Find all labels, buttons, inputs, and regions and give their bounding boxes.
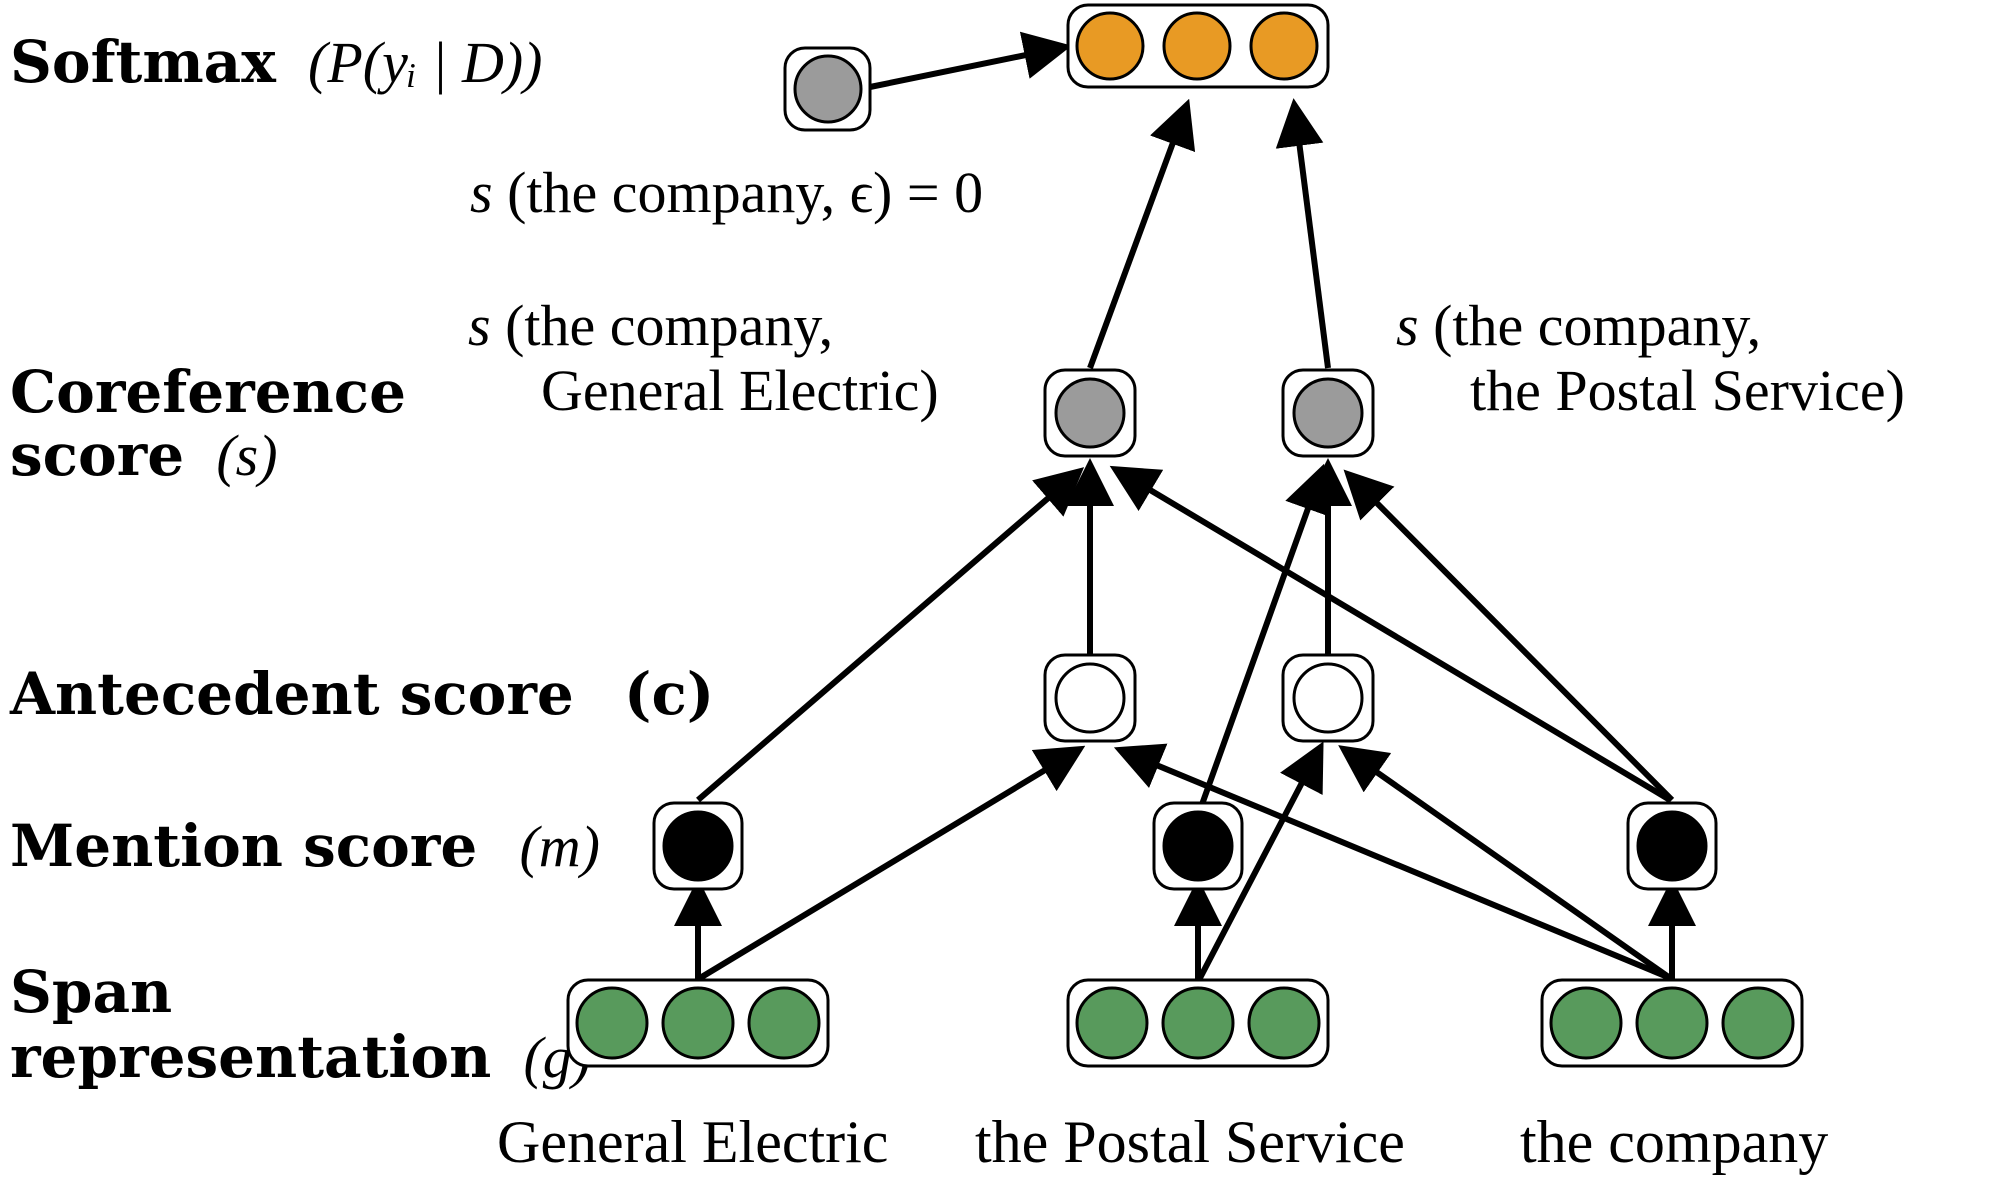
edge-coref-ps-softmax [1275,98,1331,369]
dummy-antecedent-node-group [783,46,872,132]
span-node-ge [747,986,821,1060]
ps-score-s: s [1396,293,1419,358]
span-node-ge [575,986,649,1060]
coreference-label-line1: Coreference [10,358,406,426]
softmax-node [1162,11,1232,81]
softmax-label-math: (P(yᵢ | D)) [308,30,542,95]
span-node-tc [1549,986,1623,1060]
softmax-label: Softmax (P(yᵢ | D)) [10,28,542,96]
softmax-node [1249,11,1319,81]
coref-node-ge [1054,377,1126,449]
coreference-label-math: (s) [216,423,277,488]
epsilon-score-text: (the company, ϵ) = 0 [507,160,983,225]
mention-node-tc [1636,810,1708,882]
word-general-electric: General Electric [497,1109,888,1175]
softmax-node-group [1066,3,1330,89]
span-label-line2: representation (g) [10,1023,591,1091]
coref-node-ps-group [1281,368,1375,458]
dummy-antecedent-node [793,54,863,124]
antecedent-node-ps [1292,662,1364,734]
softmax-node [1075,11,1145,81]
word-postal-service: the Postal Service [975,1109,1405,1175]
mention-label-math: (m) [519,814,600,879]
ge-score-s: s [468,293,491,358]
span-node-tc [1721,986,1795,1060]
span-label-line1: Span [10,958,172,1026]
mention-label: Mention score (m) [10,812,600,880]
span-node-ge [661,986,735,1060]
span-label-text: representation [10,1023,491,1091]
ps-score-annotation-line2: the Postal Service) [1470,358,1905,423]
word-the-company: the company [1520,1109,1828,1175]
softmax-label-text: Softmax [10,28,276,96]
edge-dummy-softmax [869,31,1072,90]
coref-node-ge-group [1043,368,1137,458]
edges [674,31,1696,981]
span-node-ps [1075,986,1149,1060]
edge-mention-tc-coref-ps [1343,469,1675,803]
mention-node-ps-group [1152,801,1244,891]
coref-node-ps [1292,377,1364,449]
coreference-label-line2: score (s) [10,421,278,489]
span-node-tc [1635,986,1709,1060]
mention-label-text: Mention score [10,812,477,880]
edge-coref-ge-softmax [1087,98,1196,370]
edge-mention-ge-coref-ge [696,467,1085,803]
coreference-label-text: score [10,421,184,489]
edge-span-ge-ante-ge [698,745,1086,981]
span-node-tc-group [1540,978,1804,1068]
antecedent-node-ge-group [1043,653,1137,743]
span-node-ps [1161,986,1235,1060]
edge-span-ps-ante-ps [1197,741,1324,980]
antecedent-node-ge [1054,662,1126,734]
ge-score-annotation-line2: General Electric) [541,358,939,423]
ps-score-text1: (the company, [1433,293,1761,358]
antecedent-node-ps-group [1281,653,1375,743]
mention-node-tc-group [1626,801,1718,891]
ge-score-annotation-line1: s (the company, [468,293,833,358]
epsilon-score-s: s [470,160,493,225]
ps-score-annotation-line1: s (the company, [1396,293,1761,358]
mention-node-ge-group [652,801,744,891]
ge-score-text1: (the company, [505,293,833,358]
span-node-ps [1247,986,1321,1060]
edge-mention-ps-coref-ps [1197,463,1331,812]
span-node-ge-group [566,978,830,1068]
edge-span-tc-ante-ge [1113,743,1672,981]
mention-node-ge [662,810,734,882]
antecedent-label: Antecedent score (c) [9,660,714,728]
mention-node-ps [1162,810,1234,882]
edge-span-tc-ante-ps [1338,745,1672,981]
epsilon-score-annotation: s (the company, ϵ) = 0 [470,160,983,225]
antecedent-label-text: Antecedent score [9,660,574,728]
edge-mention-tc-coref-ge [1109,465,1672,803]
antecedent-label-math: (c) [624,660,714,728]
span-node-ps-group [1066,978,1330,1068]
